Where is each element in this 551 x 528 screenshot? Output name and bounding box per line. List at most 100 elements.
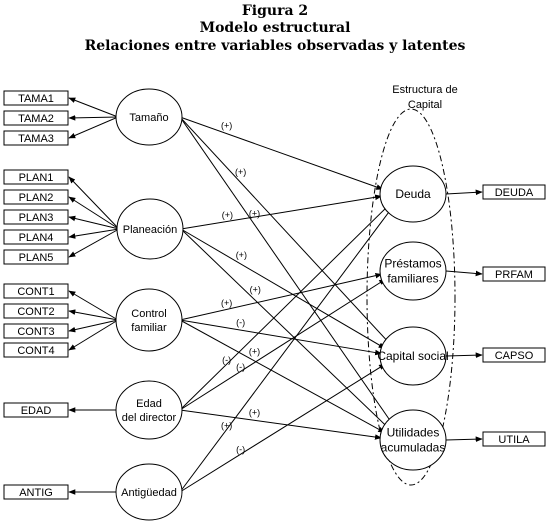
indicator-box <box>3 229 69 245</box>
latent-label: Tamaño <box>129 112 168 124</box>
loading-arrow-deuda <box>445 189 483 196</box>
path-eda-pre <box>179 278 387 411</box>
indicator-label: TAMA2 <box>18 113 54 125</box>
latent-ellipse <box>379 409 447 471</box>
latent-label: Deuda <box>395 187 431 201</box>
latent-ellipse <box>115 288 183 352</box>
figure-subtitle: Relaciones entre variables observadas y … <box>85 38 466 54</box>
path-sign-tam-deu: (+) <box>221 120 232 130</box>
indicator-box <box>3 303 69 319</box>
path-sign-pla-cap: (+) <box>236 250 247 260</box>
path-sign-con-cap: (-) <box>236 317 245 327</box>
loading-arrow-plan4 <box>68 228 120 239</box>
indicator-plan3: PLAN3 <box>3 209 69 225</box>
indicator-box <box>3 209 69 225</box>
path-sign-ant-cap: (-) <box>236 445 245 455</box>
indicator-tama2: TAMA2 <box>3 110 69 126</box>
indicator-label: CONT2 <box>17 306 54 318</box>
indicator-label: DEUDA <box>495 187 534 199</box>
indicator-box <box>482 347 546 363</box>
edges-layer <box>68 97 483 495</box>
indicator-label: UTILA <box>498 434 530 446</box>
latent-tamano: Tamaño <box>115 88 183 146</box>
indicator-label: TAMA3 <box>18 133 54 145</box>
indicator-label: PLAN4 <box>19 232 54 244</box>
loading-arrow-cont2 <box>68 309 119 321</box>
loading-arrow-cont1 <box>68 290 119 321</box>
indicator-box <box>482 266 546 282</box>
path-sign-tam-uti: (+) <box>249 208 260 218</box>
path-sign-ant-deu: (+) <box>221 420 232 430</box>
latent-label: Utilidades <box>387 426 440 440</box>
path-con-cap <box>179 319 383 356</box>
indicator-plan5: PLAN5 <box>3 249 69 265</box>
latent-ellipse <box>379 326 447 386</box>
loading-arrow-plan3 <box>68 215 120 230</box>
indicator-cont3: CONT3 <box>3 323 69 339</box>
loading-arrow-cont4 <box>68 319 119 351</box>
path-tam-cap <box>179 116 392 346</box>
indicator-label: PLAN3 <box>19 212 54 224</box>
signs-layer: (+)(+)(+)(+)(+)(+)(+)(-)(+)(-)(-)(+)(+)(… <box>221 120 261 454</box>
indicator-box <box>3 249 69 265</box>
path-tam-uti <box>179 116 395 428</box>
indicator-box <box>3 169 69 185</box>
indicator-box <box>3 484 69 500</box>
latent-antiguedad: Antigüedad <box>115 463 183 521</box>
indicator-label: PLAN2 <box>19 192 54 204</box>
latent-ellipse <box>115 463 183 521</box>
indicator-box <box>3 189 69 205</box>
indicator-cont1: CONT1 <box>3 283 69 299</box>
indicator-box <box>482 431 546 447</box>
loading-arrow-tama3 <box>68 116 119 139</box>
path-sign-pla-deu: (+) <box>222 210 233 220</box>
indicator-label: CONT4 <box>17 345 54 357</box>
latent-label: Planeación <box>123 224 177 236</box>
latent-label: Préstamos <box>384 257 441 271</box>
nodes-layer: TAMA1TAMA2TAMA3PLAN1PLAN2PLAN3PLAN4PLAN5… <box>3 88 546 521</box>
path-tam-deu <box>179 116 384 190</box>
latent-label: Capital social <box>377 349 448 363</box>
indicator-plan4: PLAN4 <box>3 229 69 245</box>
indicator-label: PLAN5 <box>19 252 54 264</box>
latent-planeacion: Planeación <box>116 198 184 260</box>
path-sign-eda-pre: (-) <box>236 362 245 372</box>
loading-arrow-plan5 <box>68 228 120 258</box>
latent-label: Edad <box>136 398 162 410</box>
figure-number: Figura 2 <box>242 3 308 19</box>
loading-arrow-capso <box>445 352 483 358</box>
path-sign-con-pre: (+) <box>221 298 232 308</box>
path-pla-deu <box>180 194 383 230</box>
path-con-pre <box>179 272 383 321</box>
path-sign-con-uti: (+) <box>249 346 260 356</box>
indicator-utila: UTILA <box>482 431 546 447</box>
path-pla-cap <box>180 228 386 349</box>
latent-label: familiares <box>387 272 438 286</box>
loading-arrow-cont3 <box>68 319 119 333</box>
indicator-box <box>3 110 69 126</box>
latent-ellipse <box>116 198 184 260</box>
indicator-box <box>3 90 69 106</box>
indicator-cont4: CONT4 <box>3 342 69 358</box>
indicator-label: CAPSO <box>495 350 534 362</box>
latent-label: familiar <box>131 322 167 334</box>
indicator-box <box>3 130 69 146</box>
figure-title: Modelo estructural <box>200 20 351 36</box>
loading-arrow-plan2 <box>68 196 120 230</box>
path-sign-eda-uti: (+) <box>249 408 260 418</box>
loading-arrow-tama1 <box>68 97 119 118</box>
path-sign-eda-deu: (-) <box>222 355 231 365</box>
latent-ellipse <box>379 165 447 223</box>
indicator-box <box>3 342 69 358</box>
indicator-tama1: TAMA1 <box>3 90 69 106</box>
latent-ellipse <box>379 241 447 301</box>
indicator-prfam: PRFAM <box>482 266 546 282</box>
indicator-deuda: DEUDA <box>482 184 546 200</box>
indicator-label: TAMA1 <box>18 93 54 105</box>
path-eda-deu <box>179 203 391 411</box>
